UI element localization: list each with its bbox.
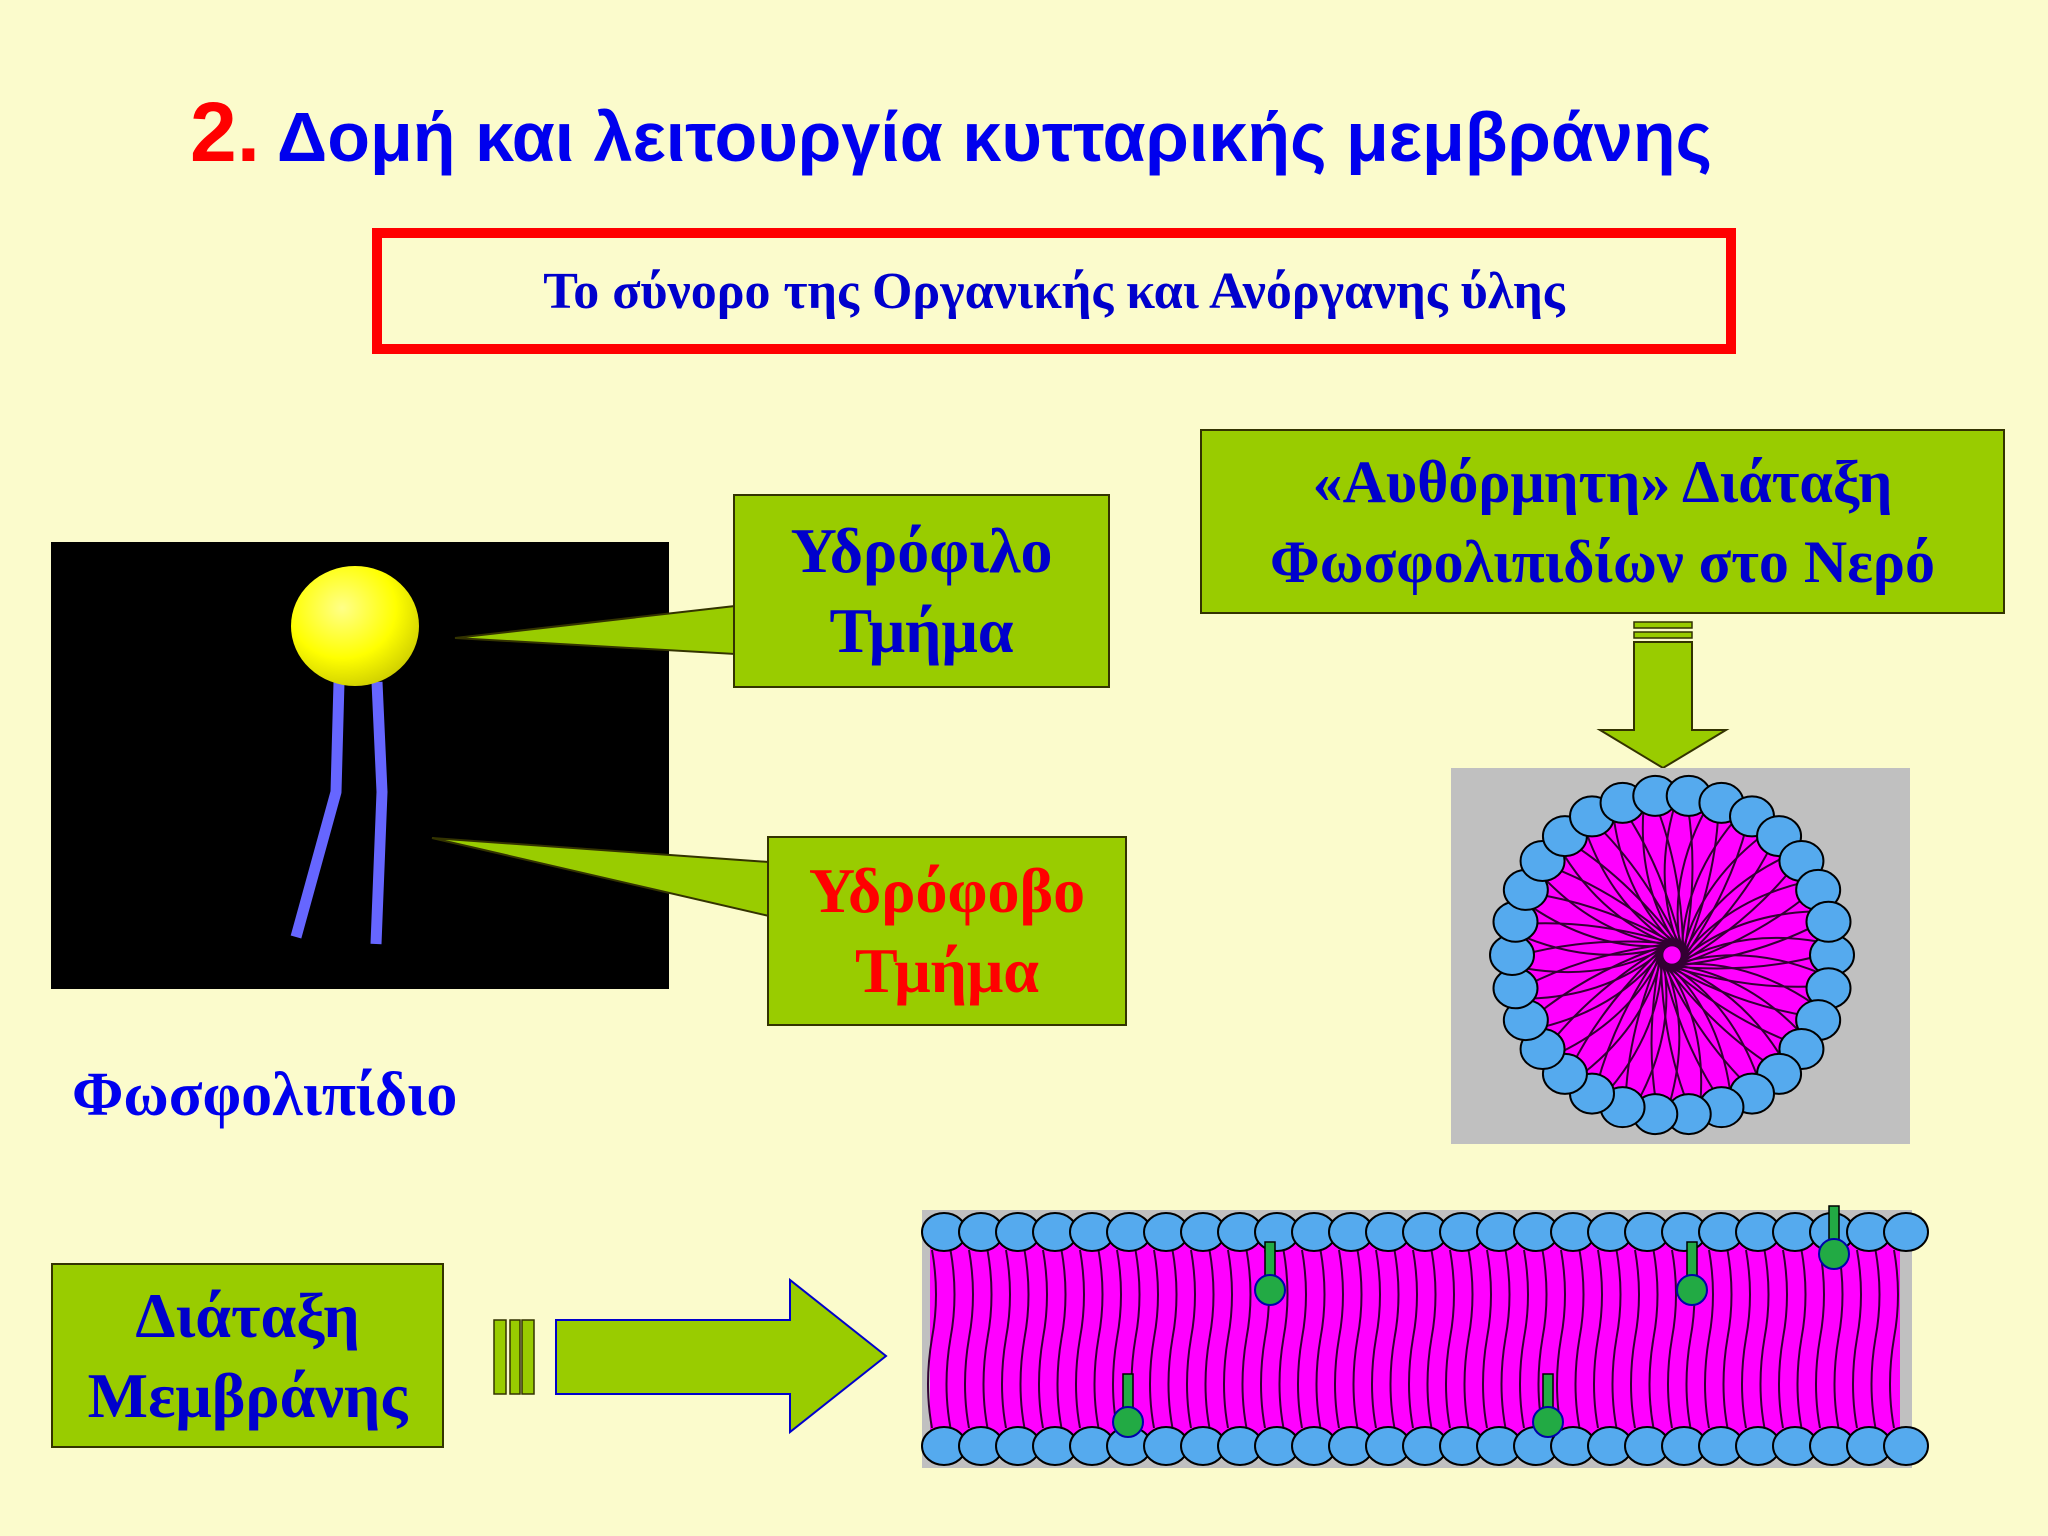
membrane-protein-head xyxy=(1676,1274,1708,1306)
membrane-arrangement-label: Διάταξη Μεμβράνης xyxy=(51,1263,444,1448)
bilayer-head-top xyxy=(1883,1212,1929,1252)
subtitle-box: Το σύνορο της Οργανικής και Ανόργανης ύλ… xyxy=(372,228,1736,354)
membrane-line2: Μεμβράνης xyxy=(87,1359,408,1431)
hydrophilic-part-label: Υδρόφιλο Τμήμα xyxy=(733,494,1110,688)
hydrophobic-tail-left xyxy=(290,681,345,939)
title-text: Δομή και λειτουργία κυτταρικής μεμβράνης xyxy=(260,98,1712,176)
membrane-protein-head xyxy=(1254,1274,1286,1306)
membrane-protein-head xyxy=(1532,1406,1564,1438)
subtitle-text: Το σύνορο της Οργανικής και Ανόργανης ύλ… xyxy=(543,262,1565,320)
hydrophobic-tail-right xyxy=(370,681,388,945)
phospholipid-caption: Φωσφολιπίδιο xyxy=(72,1061,458,1129)
membrane-protein-head xyxy=(1818,1238,1850,1270)
membrane-bilayer-image xyxy=(921,1205,1929,1468)
hydrophilic-pointer xyxy=(454,604,736,656)
micelle-head xyxy=(1805,900,1852,943)
hydrophobic-pointer xyxy=(431,837,770,918)
slide-title: 2. Δομή και λειτουργία κυτταρικής μεμβρά… xyxy=(190,82,1990,187)
hydrophilic-line2: Τμήμα xyxy=(829,595,1014,666)
phospholipid-molecule-image xyxy=(51,542,669,989)
membrane-bilayer-drawing xyxy=(921,1205,1929,1466)
hydrophobic-line1: Υδρόφοβο xyxy=(808,855,1086,926)
membrane-line1: Διάταξη xyxy=(135,1279,360,1351)
spontaneous-line2: Φωσφολιπιδίων στο Νερό xyxy=(1269,528,1935,595)
spontaneous-line1: «Αυθόρμητη» Διάταξη xyxy=(1312,448,1893,515)
spontaneous-arrangement-label: «Αυθόρμητη» Διάταξη Φωσφολιπιδίων στο Νε… xyxy=(1200,429,2005,614)
micelle-drawing xyxy=(1489,774,1855,1136)
phospholipid-molecule-drawing xyxy=(290,566,419,945)
hydrophobic-part-label: Υδρόφοβο Τμήμα xyxy=(767,836,1127,1026)
title-number: 2. xyxy=(190,85,261,179)
micelle-image xyxy=(1451,768,1910,1144)
hydrophilic-head xyxy=(291,566,419,686)
bilayer-head-bottom xyxy=(1883,1426,1929,1466)
hydrophobic-line2: Τμήμα xyxy=(855,935,1039,1006)
membrane-protein-head xyxy=(1112,1406,1144,1438)
down-arrow-icon xyxy=(1596,621,1730,770)
right-arrow-icon xyxy=(493,1277,888,1435)
hydrophilic-line1: Υδρόφιλο xyxy=(790,515,1053,586)
